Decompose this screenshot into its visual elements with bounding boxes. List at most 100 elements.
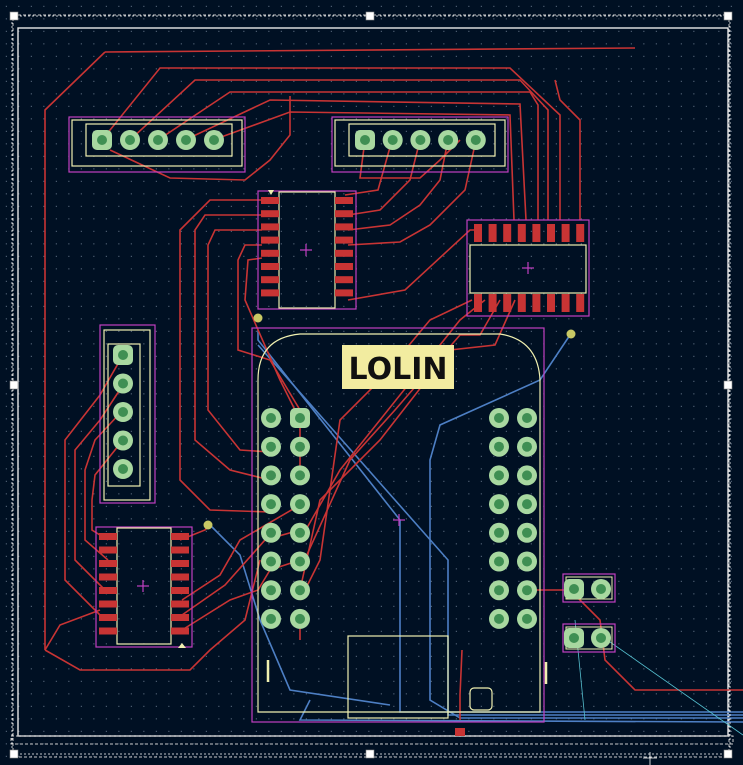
through-hole-pad[interactable] (290, 580, 310, 601)
through-hole-pad[interactable] (591, 628, 611, 648)
through-hole-pad[interactable] (489, 551, 509, 572)
through-hole-pad[interactable] (489, 522, 509, 543)
via-icon[interactable] (253, 313, 263, 323)
selection-handle-icon[interactable] (723, 380, 733, 390)
smd-pad[interactable] (576, 224, 585, 242)
through-hole-pad[interactable] (489, 494, 509, 515)
through-hole-pad[interactable] (204, 130, 224, 150)
connector-j1[interactable] (68, 116, 246, 173)
through-hole-pad[interactable] (517, 551, 537, 572)
through-hole-pad[interactable] (489, 408, 509, 428)
through-hole-pad[interactable] (517, 522, 537, 543)
connector-j3[interactable] (99, 324, 156, 504)
through-hole-pad[interactable] (564, 628, 584, 648)
smd-pad[interactable] (335, 210, 353, 218)
smd-pad[interactable] (503, 294, 512, 312)
through-hole-pad[interactable] (489, 580, 509, 601)
smd-pad[interactable] (576, 294, 585, 312)
via-icon[interactable] (203, 520, 213, 530)
via-icon[interactable] (566, 329, 576, 339)
smd-pad[interactable] (171, 533, 189, 540)
smd-pad[interactable] (335, 236, 353, 244)
smd-pad[interactable] (99, 600, 117, 608)
through-hole-pad[interactable] (489, 608, 509, 629)
smd-pad[interactable] (474, 224, 482, 242)
through-hole-pad[interactable] (591, 579, 611, 599)
through-hole-pad[interactable] (410, 130, 431, 150)
through-hole-pad[interactable] (382, 130, 403, 150)
smd-pad[interactable] (488, 294, 497, 312)
smd-pad[interactable] (171, 614, 189, 621)
selection-handle-icon[interactable] (365, 11, 375, 21)
through-hole-pad[interactable] (261, 551, 281, 572)
through-hole-pad[interactable] (290, 465, 310, 486)
through-hole-pad[interactable] (261, 436, 281, 457)
silkscreen-label[interactable]: LOLIN (342, 345, 454, 389)
smd-pad[interactable] (171, 587, 189, 594)
through-hole-pad[interactable] (261, 408, 281, 428)
through-hole-pad[interactable] (290, 608, 310, 629)
selection-handle-icon[interactable] (9, 11, 19, 21)
smd-pad[interactable] (99, 627, 117, 635)
through-hole-pad[interactable] (261, 494, 281, 515)
ic-u2[interactable] (466, 219, 590, 317)
smd-pad[interactable] (335, 263, 353, 270)
smd-pad[interactable] (99, 614, 117, 621)
smd-pad[interactable] (261, 236, 279, 244)
smd-pad[interactable] (261, 276, 279, 284)
through-hole-pad[interactable] (355, 130, 375, 150)
through-hole-pad[interactable] (290, 408, 310, 428)
through-hole-pad[interactable] (290, 436, 310, 457)
through-hole-pad[interactable] (438, 130, 459, 150)
through-hole-pad[interactable] (261, 465, 281, 486)
through-hole-pad[interactable] (489, 465, 509, 486)
smd-pad[interactable] (547, 224, 555, 242)
through-hole-pad[interactable] (176, 130, 196, 150)
smd-pad[interactable] (532, 224, 541, 242)
through-hole-pad[interactable] (92, 130, 112, 150)
through-hole-pad[interactable] (517, 494, 537, 515)
through-hole-pad[interactable] (113, 373, 133, 394)
ic-u3[interactable] (95, 526, 193, 648)
smd-pad[interactable] (561, 294, 570, 312)
smd-pad[interactable] (335, 223, 353, 231)
smd-pad[interactable] (171, 627, 189, 635)
smd-pad[interactable] (171, 600, 189, 608)
smd-pad[interactable] (99, 546, 117, 554)
smd-pad[interactable] (474, 294, 482, 312)
smd-pad[interactable] (547, 294, 555, 312)
through-hole-pad[interactable] (290, 522, 310, 543)
smd-pad[interactable] (503, 224, 512, 242)
through-hole-pad[interactable] (517, 608, 537, 629)
selection-handle-icon[interactable] (723, 11, 733, 21)
through-hole-pad[interactable] (120, 130, 140, 150)
through-hole-pad[interactable] (113, 402, 133, 422)
smd-pad[interactable] (517, 224, 526, 242)
front-copper-traces[interactable] (44, 47, 743, 720)
through-hole-pad[interactable] (517, 580, 537, 601)
smd-pad[interactable] (261, 210, 279, 218)
through-hole-pad[interactable] (465, 130, 486, 150)
smd-pad[interactable] (561, 224, 570, 242)
smd-pad[interactable] (171, 573, 189, 581)
smd-pad[interactable] (99, 560, 117, 567)
smd-pad[interactable] (335, 276, 353, 284)
through-hole-pad[interactable] (517, 408, 537, 428)
through-hole-pad[interactable] (261, 580, 281, 601)
selection-handle-icon[interactable] (9, 380, 19, 390)
smd-pad[interactable] (99, 533, 117, 540)
selection-handle-icon[interactable] (723, 749, 733, 759)
smd-pad[interactable] (261, 263, 279, 270)
smd-pad[interactable] (261, 289, 279, 297)
smd-pad[interactable] (261, 197, 279, 204)
through-hole-pad[interactable] (261, 522, 281, 543)
through-hole-pad[interactable] (113, 430, 133, 451)
smd-pad[interactable] (171, 546, 189, 554)
connector-j2[interactable] (331, 116, 509, 173)
through-hole-pad[interactable] (290, 551, 310, 572)
smd-pad[interactable] (99, 587, 117, 594)
smd-pad[interactable] (171, 560, 189, 567)
smd-pad[interactable] (99, 573, 117, 581)
smd-pad[interactable] (261, 249, 279, 257)
